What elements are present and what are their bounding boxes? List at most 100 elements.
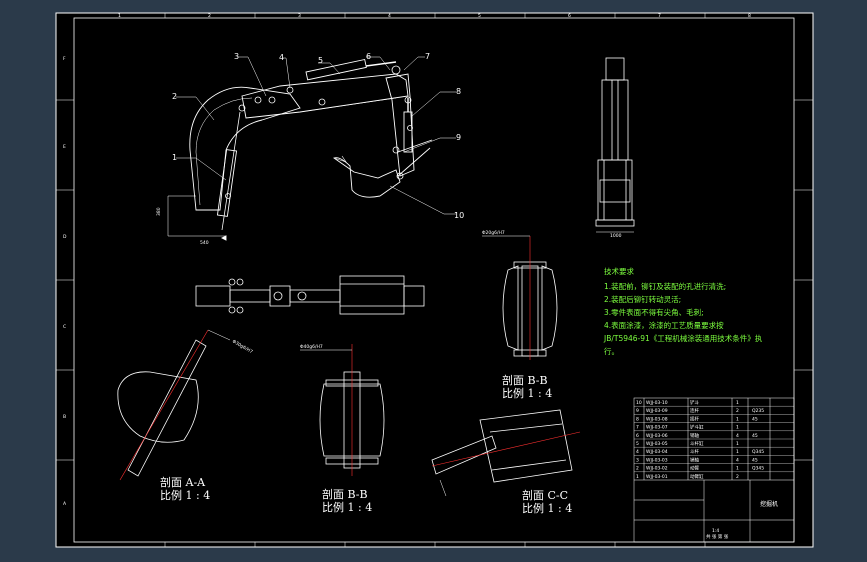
bom-cell: Q345 (752, 466, 764, 472)
zone-num: 8 (748, 13, 751, 19)
zone-letter: A (63, 501, 67, 507)
notes-title: 技术要求 (604, 266, 634, 276)
section-cc-title: 剖面 C-C (522, 488, 568, 502)
bom-cell: 4 (636, 449, 639, 455)
bom-cell: 4 (736, 457, 739, 463)
fit-label-lower: Φ40g6/H7 (300, 344, 323, 350)
part-label: 1 (172, 153, 177, 162)
bom-row-lines (634, 406, 794, 472)
bom-cell: Q235 (752, 408, 764, 414)
bom-cell: 1 (736, 466, 739, 472)
section-cc (431, 409, 581, 497)
stick (241, 73, 409, 119)
zone-letter: D (63, 234, 67, 240)
bom-cell: 2 (636, 466, 639, 472)
bom-cell: 1 (736, 425, 739, 431)
excavator-arm-side-view (167, 58, 433, 241)
boom-cylinder (216, 149, 238, 217)
fit-label-upper: Φ20g6/H7 (482, 230, 505, 236)
part-label: 4 (279, 53, 284, 62)
bom-cell: 8 (636, 416, 639, 422)
bom-cell: WJJ-03-08 (646, 416, 668, 422)
bom-cell: 2 (736, 474, 739, 480)
part-leaders (176, 56, 456, 215)
bom-cell: WJJ-03-05 (646, 441, 668, 447)
border-ticks (56, 13, 813, 547)
section-bb2-title: 剖面 B-B (322, 487, 368, 501)
bom-cell: Q345 (752, 449, 764, 455)
bom-cell: 1 (736, 416, 739, 422)
bom-cell: WJJ-03-03 (646, 457, 668, 463)
bom-cell: 6 (636, 433, 639, 439)
bom-cell: WJJ-03-01 (646, 474, 668, 480)
note-line: JB/T5946-91《工程机械涂装通用技术条件》执 (603, 333, 763, 343)
bom-cell: 斗杆 (690, 448, 699, 455)
section-cc-scale: 比例 1 : 4 (522, 501, 572, 515)
zone-letter: E (63, 144, 66, 150)
bom-cell: 5 (636, 441, 639, 447)
bom-cell: 1 (636, 474, 639, 480)
bom-cell: 10 (636, 400, 642, 406)
title-scale: 1:4 (712, 528, 719, 534)
section-aa-title: 剖面 A-A (160, 475, 206, 489)
bom-cell: WJJ-03-09 (646, 408, 668, 414)
part-label: 7 (425, 52, 430, 61)
bom-cell: WJJ-03-07 (646, 425, 668, 431)
note-line: 3.零件表面不得有尖角、毛刺; (604, 307, 704, 317)
note-line: 行。 (604, 346, 619, 356)
bom-cell: 45 (752, 416, 758, 422)
bom-cell: 4 (736, 433, 739, 439)
bom-cell: WJJ-03-04 (646, 449, 668, 455)
pivot-pins (225, 65, 413, 199)
section-aa (117, 329, 231, 481)
dim-boom-height: 380 (156, 207, 162, 216)
zone-num: 6 (568, 13, 571, 19)
zone-num: 3 (298, 13, 301, 19)
bom-cell: 9 (636, 408, 639, 414)
bom-cell: 2 (736, 408, 739, 414)
bom-cell: 铲斗 (690, 399, 699, 406)
dim-boom-foot: 540 (200, 240, 209, 246)
part-label: 2 (172, 92, 177, 101)
part-label: 9 (456, 133, 461, 142)
section-bb-lower (300, 344, 385, 476)
part-label: 3 (234, 52, 239, 61)
section-bb2-scale: 比例 1 : 4 (322, 500, 372, 514)
zone-num: 5 (478, 13, 481, 19)
part-label: 5 (318, 56, 323, 65)
bom-cell: 45 (752, 433, 758, 439)
note-line: 1.装配前，铆钉及装配的孔进行清洗; (604, 281, 726, 291)
sheet-count: 共 张 第 张 (706, 533, 729, 540)
zone-num: 7 (658, 13, 661, 19)
zone-num: 2 (208, 13, 211, 19)
bom-cell: WJJ-03-02 (646, 466, 668, 472)
zone-letter: F (63, 56, 66, 62)
border-zone-labels: 1 2 3 4 5 6 7 8 F E D C B A (63, 13, 751, 507)
bom-cell: 45 (752, 457, 758, 463)
dim-top-width: 1000 (610, 233, 622, 239)
bom-cell: 动臂 (690, 465, 699, 472)
bucket-arm (385, 73, 415, 177)
bucket (333, 157, 401, 198)
front-elevation-view (595, 57, 635, 233)
boom (189, 86, 301, 211)
bom-cell: 摇杆 (690, 415, 699, 422)
part-label: 6 (366, 52, 371, 61)
note-line: 4.表面涂漆，涂漆的工艺质量要求按 (604, 320, 724, 330)
bom-cell: WJJ-03-10 (646, 400, 668, 406)
note-line: 2.装配后铆钉转动灵活; (604, 294, 681, 304)
boom-cylinder-rod (221, 111, 241, 231)
bom-cell: 连杆 (690, 407, 699, 414)
part-numbers: 1 2 3 4 5 6 7 8 9 10 (172, 52, 464, 220)
zone-letter: C (63, 324, 66, 330)
bom-cell: 销轴 (690, 456, 699, 463)
bom-cell: 1 (736, 441, 739, 447)
bom-cell: 1 (736, 400, 739, 406)
bucket-links (397, 139, 433, 177)
top-plan-view (195, 275, 425, 315)
bom-cell: 斗杆缸 (690, 440, 704, 447)
bom-cell: 3 (636, 457, 639, 463)
bom-cell: 7 (636, 425, 639, 431)
bom-cell: 动臂缸 (690, 473, 704, 480)
